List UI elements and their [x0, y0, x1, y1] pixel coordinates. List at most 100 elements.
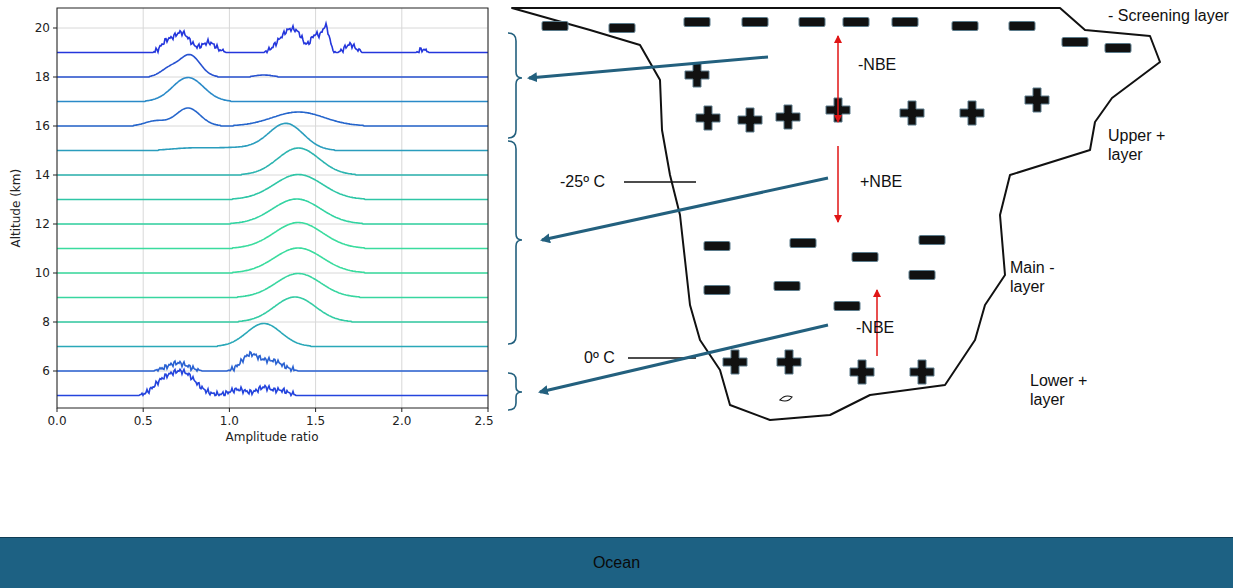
- minus-charge: [843, 18, 869, 27]
- minus-charge: [909, 271, 935, 280]
- minus-charge: [852, 253, 878, 262]
- minus-charge: [1009, 22, 1035, 31]
- tick-label: 14: [35, 168, 50, 182]
- temperature-label: -25º C: [560, 172, 605, 191]
- ridgeline-curve: [57, 23, 488, 52]
- ridgeline-curve: [57, 274, 488, 298]
- axis-title: Altitude (km): [9, 169, 23, 248]
- tick-mark: [53, 224, 57, 225]
- ridgeline-curve: [57, 123, 488, 150]
- nbe-label: +NBE: [860, 172, 902, 191]
- temperature-label: 0º C: [584, 348, 615, 367]
- tick-label: 18: [35, 70, 50, 84]
- tick-mark: [53, 273, 57, 274]
- tick-mark: [53, 175, 57, 176]
- cloud-outline: [512, 8, 1160, 420]
- ridgeline-curve: [57, 352, 488, 371]
- minus-charge: [609, 24, 635, 33]
- grid-line: [315, 8, 316, 408]
- charge-symbols: [542, 18, 1131, 385]
- tick-mark: [53, 322, 57, 323]
- minus-charge: [892, 18, 918, 27]
- grid-line: [143, 8, 144, 408]
- tick-mark: [53, 28, 57, 29]
- plus-charge: [777, 350, 801, 374]
- tick-label: 8: [42, 315, 50, 329]
- axes-frame: [57, 8, 488, 408]
- ridgeline-curve: [57, 248, 488, 273]
- plus-charge: [738, 108, 762, 132]
- minus-charge: [799, 18, 825, 27]
- plus-charge: [776, 105, 800, 129]
- plus-charge: [900, 101, 924, 125]
- tick-mark: [401, 408, 402, 412]
- nbe-label: -NBE: [858, 55, 896, 74]
- ridgeline-curve: [57, 175, 488, 200]
- tick-mark: [53, 371, 57, 372]
- tick-label: 0.5: [134, 414, 153, 428]
- tick-label: 2.0: [392, 414, 411, 428]
- ocean-band: Ocean: [0, 537, 1233, 588]
- tick-label: 16: [35, 119, 50, 133]
- grid-line: [401, 8, 402, 408]
- tick-mark: [53, 77, 57, 78]
- plus-charge: [685, 63, 709, 87]
- bracket: [508, 33, 522, 410]
- plus-charge: [696, 106, 720, 130]
- plus-charge: [850, 360, 874, 384]
- ridgeline-curve: [57, 223, 488, 249]
- ridgeline-curve: [57, 199, 488, 224]
- minus-charge: [704, 286, 730, 295]
- minus-charge: [834, 302, 860, 311]
- plus-charge: [910, 360, 934, 384]
- plus-charge: [723, 350, 747, 374]
- nbe-arrow: [838, 36, 877, 356]
- plus-charge: [1025, 88, 1049, 112]
- axis-ticks: [53, 28, 488, 412]
- minus-charge: [1062, 38, 1088, 47]
- ridgeline-curve: [57, 369, 488, 395]
- grid-line: [229, 8, 230, 408]
- chart-grid: [57, 8, 488, 408]
- axis-title: Amplitude ratio: [226, 430, 319, 444]
- tick-label: 2.5: [474, 414, 493, 428]
- grid-line: [57, 28, 488, 29]
- cloud-detail: [780, 396, 792, 401]
- minus-charge: [774, 282, 800, 291]
- band-label: Ocean: [593, 554, 640, 572]
- minus-charge: [1105, 44, 1131, 53]
- tick-label: 12: [35, 217, 50, 231]
- minus-charge: [790, 239, 816, 248]
- tick-label: 10: [35, 266, 50, 280]
- nbe-label: -NBE: [856, 318, 894, 337]
- minus-charge: [952, 22, 978, 31]
- tick-label: 6: [42, 364, 50, 378]
- pointer-arrow: [529, 57, 828, 392]
- layer-label: Upper + layer: [1108, 126, 1186, 164]
- layer-label: - Screening layer: [1108, 6, 1229, 25]
- minus-charge: [742, 18, 768, 27]
- tick-mark: [488, 408, 489, 412]
- minus-charge: [704, 242, 730, 251]
- ridgeline-curves: [57, 23, 488, 395]
- ridgeline-curve: [57, 55, 488, 78]
- ridgeline-curve: [57, 108, 488, 126]
- ridgeline-curve: [57, 297, 488, 322]
- tick-label: 20: [35, 21, 50, 35]
- ridgeline-curve: [57, 148, 488, 175]
- ridgeline-curve: [57, 324, 488, 347]
- layer-label: Lower + layer: [1030, 371, 1105, 409]
- layer-label: Main - layer: [1010, 258, 1080, 296]
- tick-mark: [57, 408, 58, 412]
- tick-mark: [143, 408, 144, 412]
- minus-charge: [684, 18, 710, 27]
- minus-charge: [919, 236, 945, 245]
- tick-label: 1.0: [220, 414, 239, 428]
- minus-charge: [542, 22, 568, 31]
- plus-charge: [960, 101, 984, 125]
- tick-label: 0.0: [47, 414, 66, 428]
- tick-mark: [53, 126, 57, 127]
- tick-label: 1.5: [306, 414, 325, 428]
